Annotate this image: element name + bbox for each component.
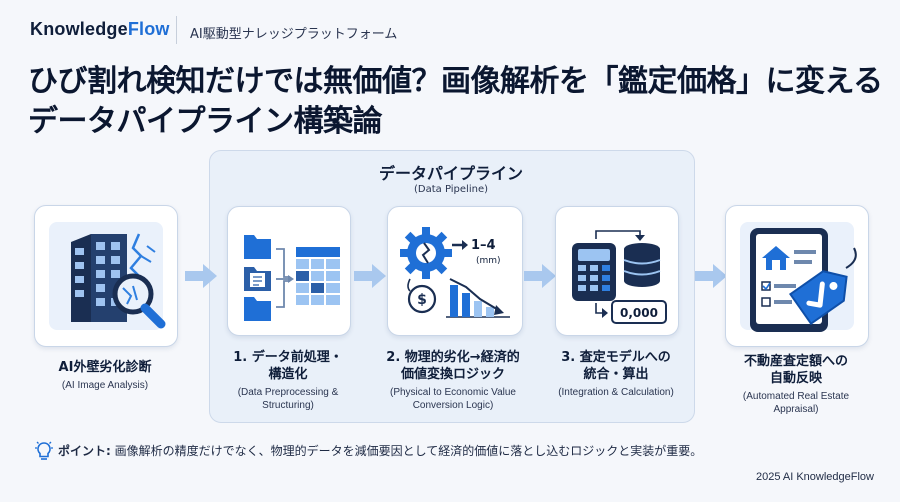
step-card-integration: 0,000	[555, 206, 679, 336]
step-label-appraisal: 不動産査定額への 自動反映 (Automated Real Estate App…	[712, 353, 880, 416]
page-title: ひび割れ検知だけでは無価値？画像解析を「鑑定価格」に変える データパイプライン構…	[28, 62, 883, 142]
brand-accent: Flow	[127, 19, 170, 39]
title-line-1: ひび割れ検知だけでは無価値？画像解析を「鑑定価格」に変える	[28, 64, 883, 99]
flow-arrow-icon	[354, 264, 386, 288]
step-subtitle-line-2: Conversion Logic)	[412, 400, 494, 411]
step-subtitle-line-2: Appraisal)	[773, 404, 819, 415]
step-title-line-1: 不動産査定額への	[743, 354, 848, 369]
step-title-line-2: 統合・算出	[583, 367, 649, 382]
calc-result-value: 0,000	[620, 306, 658, 320]
tablet-house-tag-icon	[740, 222, 857, 332]
folders-to-table-icon	[244, 235, 340, 321]
header-divider	[176, 16, 177, 44]
flow-arrow-icon	[695, 264, 727, 288]
step-title-line-2: 自動反映	[769, 371, 822, 386]
step-card-image-analysis	[34, 205, 178, 347]
step-label-conversion: 2. 物理的劣化→経済的 価値変換ロジック (Physical to Econo…	[368, 349, 538, 412]
step-subtitle: (AI Image Analysis)	[61, 380, 149, 391]
tip-body: 画像解析の精度だけでなく、物理的データを減価要因として経済的価値に落とし込むロジ…	[110, 444, 703, 458]
title-line-2: データパイプライン構築論	[28, 104, 382, 139]
gear-dollar-chart-icon: 1–4 (mm) $	[400, 227, 510, 318]
pipeline-subtitle: (Data Pipeline)	[414, 184, 488, 195]
crack-width-unit: (mm)	[476, 256, 501, 266]
svg-text:$: $	[417, 292, 427, 308]
step-card-preprocessing	[227, 206, 351, 336]
step-title-line-2: 価値変換ロジック	[400, 367, 505, 382]
step-label-image-analysis: AI外壁劣化診断 (AI Image Analysis)	[28, 359, 182, 392]
step-title-line-1: 1. データ前処理・	[233, 350, 343, 365]
step-title-line-2: 構造化	[268, 367, 308, 382]
brand-logo: KnowledgeFlow	[30, 19, 170, 40]
step-subtitle-line-2: Structuring)	[262, 400, 314, 411]
step-card-appraisal	[725, 205, 869, 347]
step-subtitle-line-1: (Data Preprocessing &	[237, 387, 339, 398]
header-tagline: AI駆動型ナレッジプラットフォーム	[190, 27, 398, 42]
pipeline-title: データパイプライン	[378, 164, 523, 183]
step-subtitle-line-1: (Automated Real Estate	[742, 391, 850, 402]
building-crack-magnifier-icon	[49, 222, 166, 330]
tip-text: ポイント: 画像解析の精度だけでなく、物理的データを減価要因として経済的価値に落…	[58, 442, 702, 459]
footer-copyright: 2025 AI KnowledgeFlow	[755, 471, 874, 483]
step-title: AI外壁劣化診断	[58, 360, 152, 375]
flow-arrow-icon	[185, 264, 217, 288]
step-card-conversion: 1–4 (mm) $	[387, 206, 523, 336]
step-title-line-1: 3. 査定モデルへの	[561, 350, 671, 365]
crack-width-value: 1–4	[471, 238, 496, 253]
calculator-database-icon: 0,000	[572, 230, 667, 324]
step-label-preprocessing: 1. データ前処理・ 構造化 (Data Preprocessing & Str…	[212, 349, 364, 412]
step-title-line-1: 2. 物理的劣化→経済的	[386, 350, 520, 365]
step-label-integration: 3. 査定モデルへの 統合・算出 (Integration & Calculat…	[530, 349, 702, 399]
tip-label: ポイント:	[58, 444, 111, 458]
brand-main: Knowledge	[30, 19, 128, 39]
lightbulb-icon	[35, 441, 53, 460]
flow-arrow-icon	[524, 264, 556, 288]
step-subtitle-line-1: (Integration & Calculation)	[558, 387, 674, 398]
step-subtitle-line-1: (Physical to Economic Value	[390, 387, 516, 398]
